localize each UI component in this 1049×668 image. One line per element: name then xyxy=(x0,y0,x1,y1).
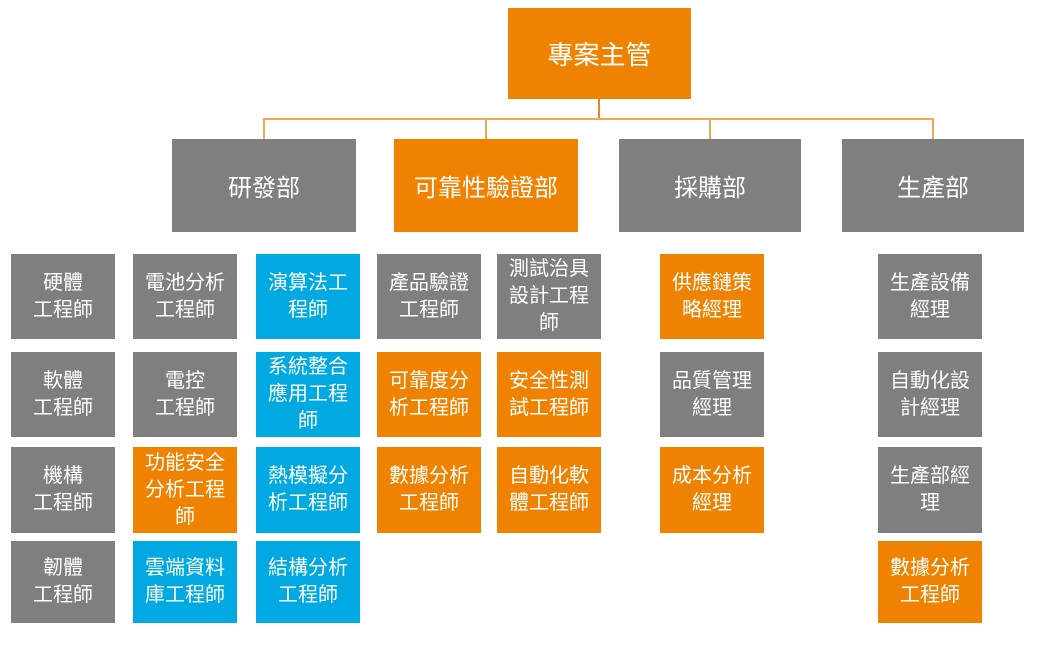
role-node-c1-r3: 機構 工程師 xyxy=(11,447,115,533)
connector-line-drop-dept4 xyxy=(932,120,934,139)
role-node-c5-r1: 測試治具 設計工程 師 xyxy=(497,254,601,339)
role-node-c2-r3: 功能安全 分析工程 師 xyxy=(133,447,237,533)
dept-node-4: 生產部 xyxy=(842,139,1024,232)
connector-line-drop-dept2 xyxy=(485,120,487,139)
role-node-c2-r2: 電控 工程師 xyxy=(133,352,237,437)
role-node-c3-r4: 結構分析 工程師 xyxy=(256,541,360,623)
role-node-c4-r2: 可靠度分 析工程師 xyxy=(377,352,481,437)
dept-node-3: 採購部 xyxy=(619,139,801,232)
connector-line-horizontal xyxy=(263,118,934,120)
role-node-c6-r3: 成本分析 經理 xyxy=(660,447,764,533)
role-node-c2-r4: 雲端資料 庫工程師 xyxy=(133,541,237,623)
dept-node-2: 可靠性驗證部 xyxy=(394,139,578,232)
role-node-c7-r4: 數據分析 工程師 xyxy=(878,541,982,623)
role-node-c5-r3: 自動化軟 體工程師 xyxy=(497,447,601,533)
connector-line-drop-dept3 xyxy=(709,120,711,139)
role-node-c4-r1: 產品驗證 工程師 xyxy=(377,254,481,339)
role-node-c7-r1: 生產設備 經理 xyxy=(878,254,982,339)
role-node-c3-r3: 熱模擬分 析工程師 xyxy=(256,447,360,533)
connector-line-drop-dept1 xyxy=(263,120,265,139)
role-node-c7-r3: 生產部經 理 xyxy=(878,447,982,533)
dept-node-1: 研發部 xyxy=(172,139,356,232)
role-node-c3-r1: 演算法工 程師 xyxy=(256,254,360,339)
role-node-c1-r1: 硬體 工程師 xyxy=(11,254,115,339)
connector-line-root-stub xyxy=(598,99,600,120)
role-node-c1-r2: 軟體 工程師 xyxy=(11,352,115,437)
role-node-c1-r4: 韌體 工程師 xyxy=(11,541,115,623)
role-node-c2-r1: 電池分析 工程師 xyxy=(133,254,237,339)
role-node-c3-r2: 系統整合 應用工程 師 xyxy=(256,352,360,437)
root-node: 專案主管 xyxy=(508,8,691,99)
role-node-c6-r2: 品質管理 經理 xyxy=(660,352,764,437)
role-node-c6-r1: 供應鏈策 略經理 xyxy=(660,254,764,339)
role-node-c4-r3: 數據分析 工程師 xyxy=(377,447,481,533)
role-node-c7-r2: 自動化設 計經理 xyxy=(878,352,982,437)
role-node-c5-r2: 安全性測 試工程師 xyxy=(497,352,601,437)
